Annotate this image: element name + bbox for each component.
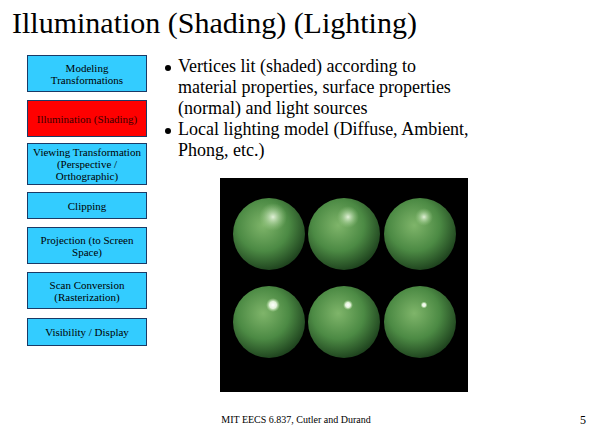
bullet-text: Local lighting model (Diffuse, Ambient, … <box>178 119 478 161</box>
pipeline-stage-box: Modeling Transformations <box>27 55 147 92</box>
sphere <box>233 286 305 358</box>
stage-label: Illumination (Shading) <box>35 113 140 125</box>
stage-label: Scan Conversion (Rasterization) <box>28 279 146 303</box>
bullet-dot <box>165 65 171 71</box>
stage-label: Projection (to Screen Space) <box>28 234 146 258</box>
stage-label: Clipping <box>66 200 109 212</box>
stage-label: Visibility / Display <box>43 326 131 338</box>
sphere <box>384 198 456 270</box>
sphere <box>384 286 456 358</box>
specular-highlight <box>343 300 353 310</box>
specular-highlight <box>337 206 359 228</box>
sphere <box>308 198 380 270</box>
pipeline-stage-box: Visibility / Display <box>27 318 147 346</box>
pipeline-stage-box: Scan Conversion (Rasterization) <box>27 272 147 309</box>
stage-label: Viewing Transformation (Perspective / Or… <box>28 146 146 182</box>
sphere-render <box>220 178 468 392</box>
pipeline-stage-box: Projection (to Screen Space) <box>27 227 147 264</box>
specular-highlight <box>421 302 428 309</box>
pipeline-stage-box: Viewing Transformation (Perspective / Or… <box>27 143 147 185</box>
stage-label: Modeling Transformations <box>28 62 146 86</box>
sphere <box>233 198 305 270</box>
specular-highlight <box>415 208 433 226</box>
sphere <box>308 286 380 358</box>
specular-highlight <box>259 203 287 231</box>
active-stage-box: Illumination (Shading) <box>27 100 147 137</box>
specular-highlight <box>266 298 280 312</box>
slide-title: Illumination (Shading) (Lighting) <box>12 6 417 40</box>
footer-credit: MIT EECS 6.837, Cutler and Durand <box>146 414 446 426</box>
bullet-text: Vertices lit (shaded) according to mater… <box>178 56 478 119</box>
page-number: 5 <box>560 413 586 427</box>
bullet-dot <box>165 128 171 134</box>
pipeline-stage-box: Clipping <box>27 192 147 219</box>
sphere-grid <box>233 198 456 358</box>
